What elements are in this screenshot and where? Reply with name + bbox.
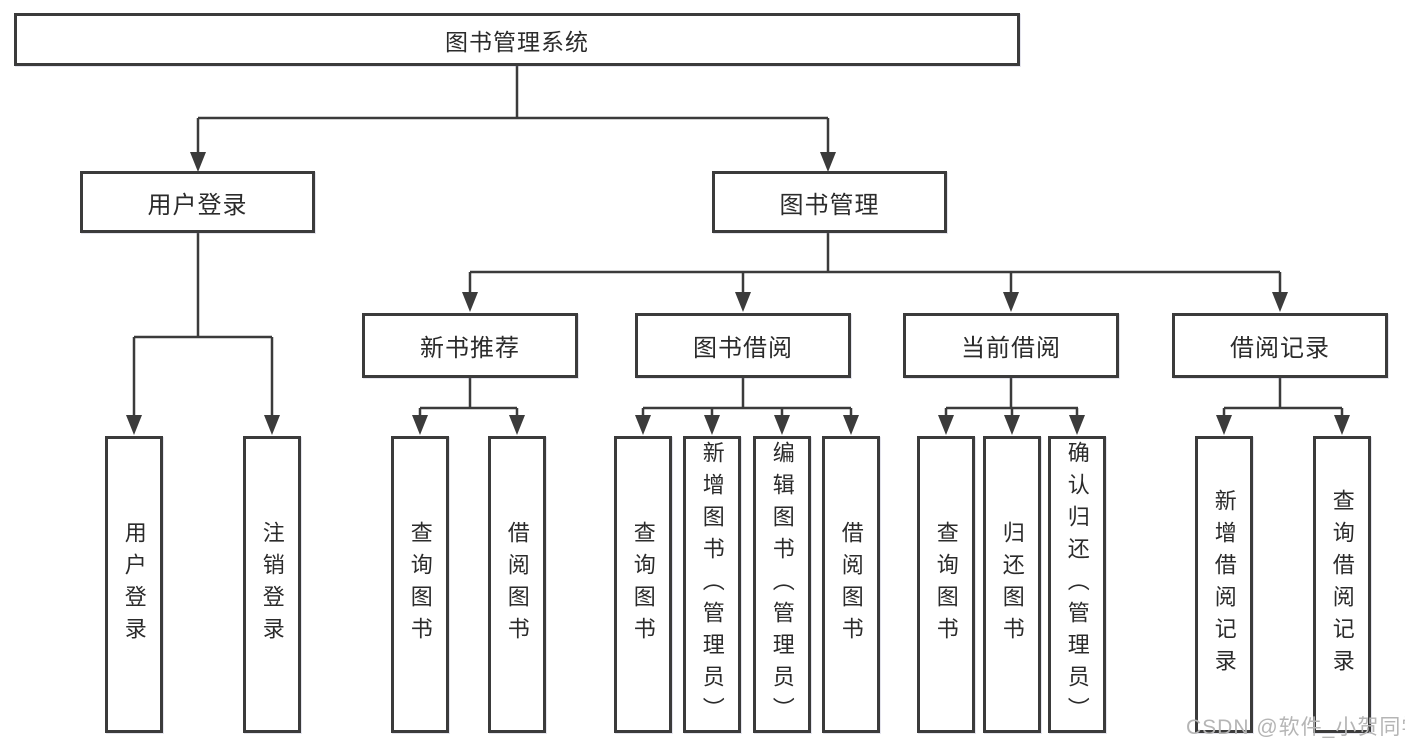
node-new-book-recommend: 新书推荐: [362, 313, 578, 378]
node-label: 新增图书（管理员）: [699, 440, 725, 729]
node-label: 注销登录: [259, 520, 285, 649]
node-label: 用户登录: [121, 520, 147, 649]
node-borrow-records: 借阅记录: [1172, 313, 1388, 378]
node-label: 当前借阅: [961, 335, 1061, 362]
node-label: 归还图书: [999, 520, 1025, 649]
node-current-borrowing: 当前借阅: [903, 313, 1119, 378]
node-label: 图书管理系统: [445, 28, 589, 55]
node-book-management: 图书管理: [712, 171, 947, 233]
node-leaf-confirm-return-admin: 确认归还（管理员）: [1048, 436, 1106, 733]
node-leaf-add-books-admin: 新增图书（管理员）: [683, 436, 741, 733]
node-label: 图书借阅: [693, 335, 793, 362]
node-leaf-edit-books-admin: 编辑图书（管理员）: [753, 436, 811, 733]
node-label: 查询图书: [933, 520, 959, 649]
node-library-system: 图书管理系统: [14, 13, 1020, 66]
node-label: 查询图书: [630, 520, 656, 649]
node-user-login-group: 用户登录: [80, 171, 315, 233]
watermark: CSDN @软件_小贺同学: [1186, 716, 1405, 739]
node-leaf-query-books-current: 查询图书: [917, 436, 975, 733]
node-label: 借阅图书: [504, 520, 530, 649]
node-leaf-borrow-books: 借阅图书: [822, 436, 880, 733]
node-label: 新增借阅记录: [1211, 488, 1237, 681]
node-label: 编辑图书（管理员）: [769, 440, 795, 729]
node-book-borrowing: 图书借阅: [635, 313, 851, 378]
node-label: 图书管理: [779, 191, 880, 219]
node-label: 借阅图书: [838, 520, 864, 649]
node-label: 借阅记录: [1230, 335, 1330, 362]
node-leaf-add-borrow-record: 新增借阅记录: [1195, 436, 1253, 733]
node-leaf-return-books: 归还图书: [983, 436, 1041, 733]
node-leaf-logout: 注销登录: [243, 436, 301, 733]
node-leaf-borrow-books-recommend: 借阅图书: [488, 436, 546, 733]
node-label: 查询图书: [407, 520, 433, 649]
node-leaf-query-books-recommend: 查询图书: [391, 436, 449, 733]
node-label: 新书推荐: [420, 335, 520, 362]
node-leaf-query-borrow-record: 查询借阅记录: [1313, 436, 1371, 733]
node-label: 用户登录: [147, 191, 248, 219]
node-label: 确认归还（管理员）: [1064, 440, 1090, 729]
node-label: 查询借阅记录: [1329, 488, 1355, 681]
node-leaf-user-login: 用户登录: [105, 436, 163, 733]
node-leaf-query-books-borrowing: 查询图书: [614, 436, 672, 733]
